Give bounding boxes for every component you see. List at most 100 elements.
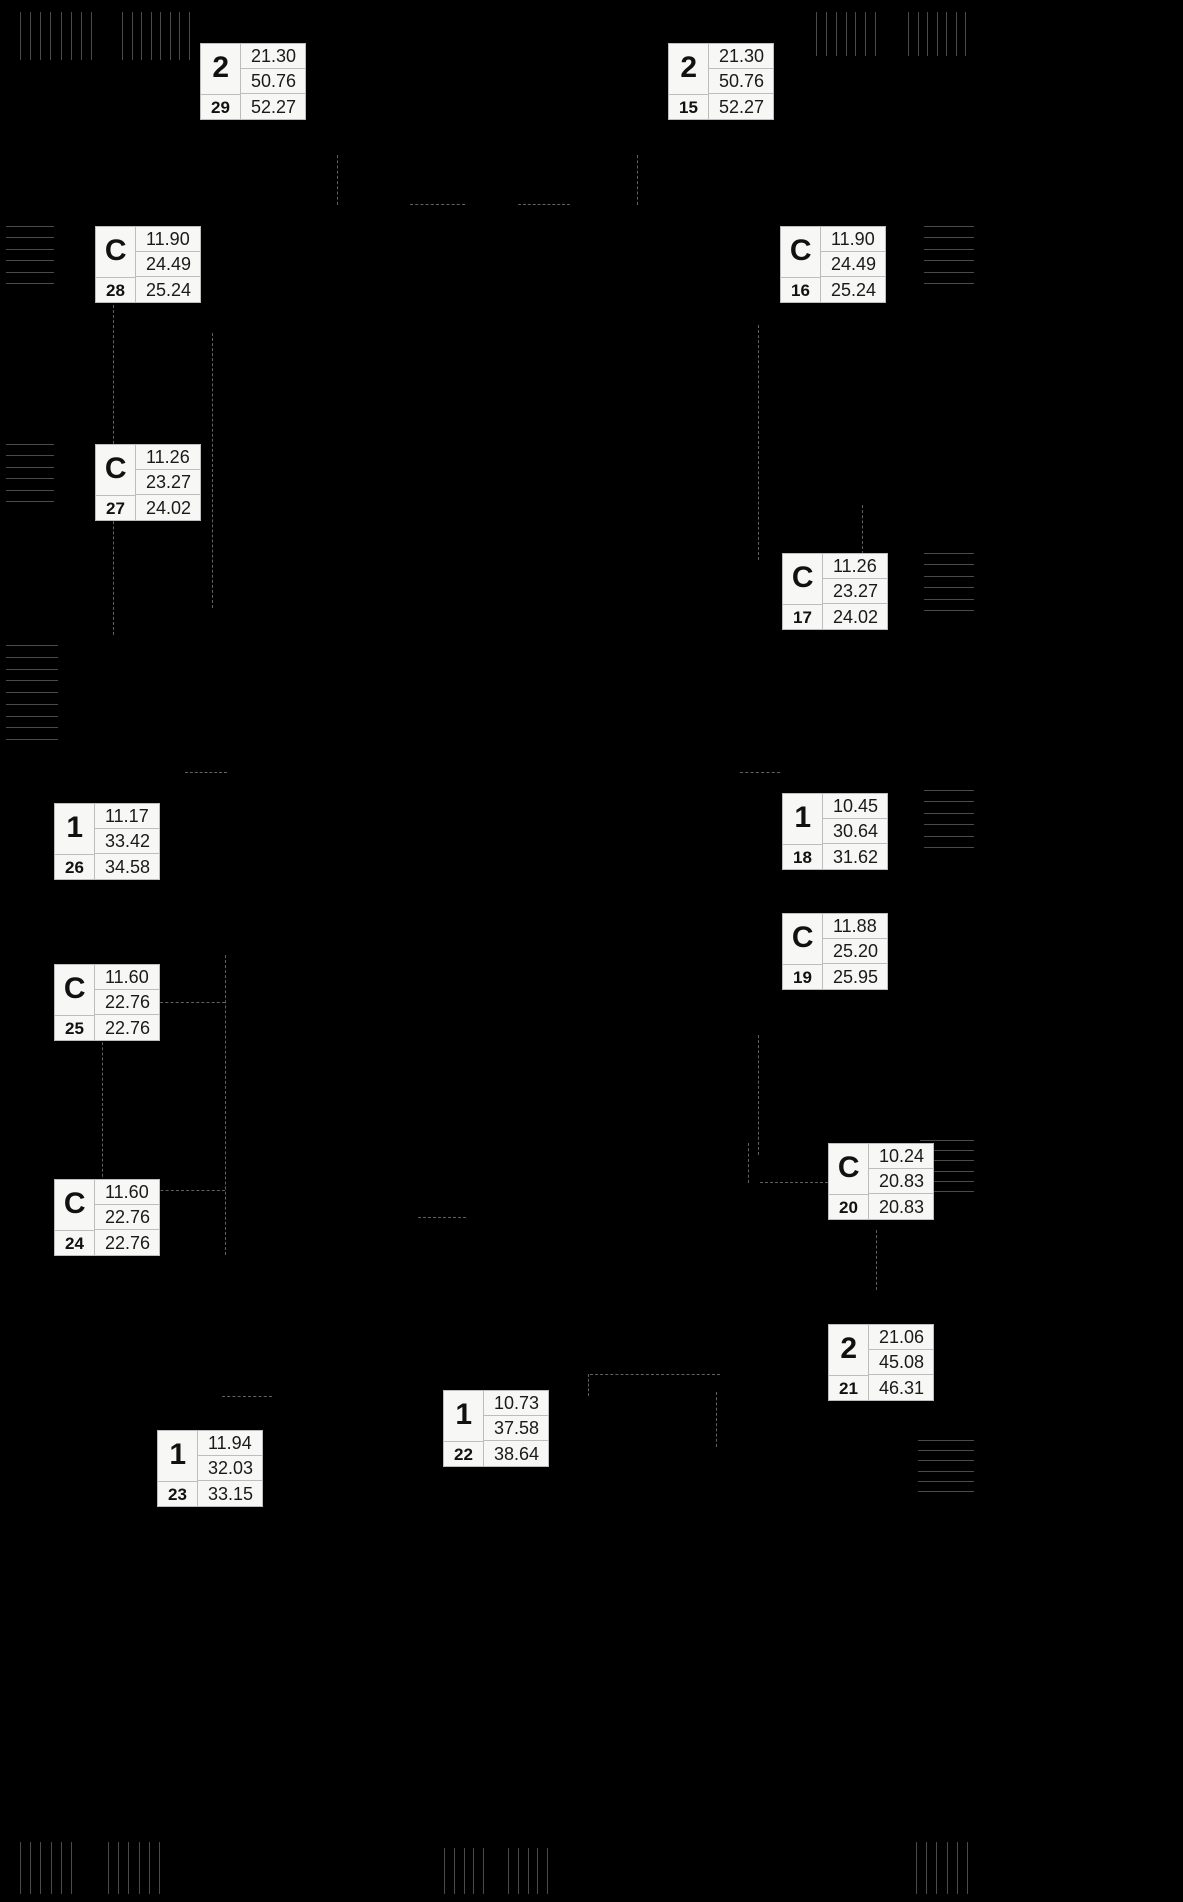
- callout-type-glyph: 1: [66, 811, 83, 844]
- callout-id-number: 18: [783, 844, 822, 869]
- hatch-tick: [918, 12, 919, 56]
- hatch-tick: [924, 564, 974, 565]
- guide-line-vertical: [588, 1374, 589, 1396]
- callout-value-3: 52.27: [719, 96, 765, 117]
- hatch-tick: [924, 226, 974, 227]
- callout-id-number: 26: [55, 854, 94, 879]
- hatch-tick: [918, 1481, 974, 1482]
- hatch-tick: [918, 1491, 974, 1492]
- hatch-tick: [6, 226, 54, 227]
- hatch-tick: [6, 467, 54, 468]
- hatch-tick: [924, 790, 974, 791]
- hatch-group-bottom-mid-ticks-b: [508, 1848, 548, 1894]
- callout-id-number: 25: [55, 1015, 94, 1040]
- hatch-tick: [6, 260, 54, 261]
- callout-id-number: 20: [829, 1194, 868, 1219]
- hatch-tick: [40, 12, 41, 60]
- hatch-tick: [20, 1842, 21, 1894]
- hatch-tick: [924, 801, 974, 802]
- guide-line-vertical: [637, 155, 638, 205]
- hatch-tick: [826, 12, 827, 56]
- hatch-group-left-ticks-lower: [6, 645, 58, 740]
- hatch-tick: [924, 283, 974, 284]
- hatch-tick: [6, 727, 58, 728]
- hatch-tick: [6, 272, 54, 273]
- guide-line-vertical: [337, 155, 338, 205]
- callout-value-1: 11.60: [95, 1180, 160, 1205]
- hatch-tick: [128, 1842, 129, 1894]
- hatch-tick: [924, 599, 974, 600]
- callout-type-glyph: C: [63, 972, 86, 1005]
- hatch-tick: [179, 12, 180, 60]
- hatch-group-bottom-mid-ticks-a: [444, 1848, 484, 1894]
- callout-value-3: 33.15: [208, 1483, 254, 1504]
- hatch-tick: [946, 12, 947, 56]
- callout-value-2: 50.76: [709, 69, 774, 94]
- guide-line-horizontal: [185, 772, 227, 773]
- callout-tag-left: C 25: [55, 965, 95, 1040]
- hatch-tick: [6, 478, 54, 479]
- callout-value-1: 11.94: [198, 1431, 263, 1456]
- callout-id-number: 23: [158, 1481, 197, 1506]
- callout-value-2: 30.64: [823, 819, 888, 844]
- callout-type-glyph: C: [104, 234, 127, 267]
- callout-value-2: 22.76: [95, 990, 160, 1015]
- hatch-tick: [816, 12, 817, 56]
- callout-value-2: 25.20: [823, 939, 888, 964]
- hatch-tick: [528, 1848, 529, 1894]
- hatch-tick: [40, 1842, 41, 1894]
- hatch-tick: [924, 587, 974, 588]
- hatch-tick: [920, 1140, 974, 1141]
- hatch-tick: [924, 249, 974, 250]
- hatch-tick: [947, 1842, 948, 1894]
- callout-value-2: 24.49: [821, 252, 886, 277]
- callout-id-number: 21: [829, 1375, 868, 1400]
- callout-type-glyph: C: [789, 234, 812, 267]
- hatch-tick: [957, 1842, 958, 1894]
- hatch-tick: [937, 12, 938, 56]
- callout-value-3: 38.64: [494, 1443, 540, 1464]
- hatch-tick: [518, 1848, 519, 1894]
- hatch-group-bottom-left-ticks-b: [108, 1842, 160, 1894]
- callout-value-1: 21.06: [869, 1325, 934, 1350]
- callout-type-glyph: C: [791, 921, 814, 954]
- guide-line-horizontal: [590, 1374, 720, 1375]
- callout-type-glyph: C: [63, 1187, 86, 1220]
- callout-type-glyph: 2: [680, 51, 697, 84]
- hatch-group-top-left-ticks-b: [122, 12, 190, 60]
- callout-value-2: 22.76: [95, 1205, 160, 1230]
- callout-value-3: 20.83: [879, 1196, 925, 1217]
- guide-line-horizontal: [518, 204, 570, 205]
- callout-value-1: 11.90: [136, 227, 201, 252]
- hatch-tick: [924, 813, 974, 814]
- guide-line-vertical: [876, 1230, 877, 1290]
- callout-id-number: 22: [444, 1441, 483, 1466]
- hatch-tick: [924, 237, 974, 238]
- hatch-tick: [483, 1848, 484, 1894]
- hatch-group-right-ticks-bottom: [918, 1440, 974, 1492]
